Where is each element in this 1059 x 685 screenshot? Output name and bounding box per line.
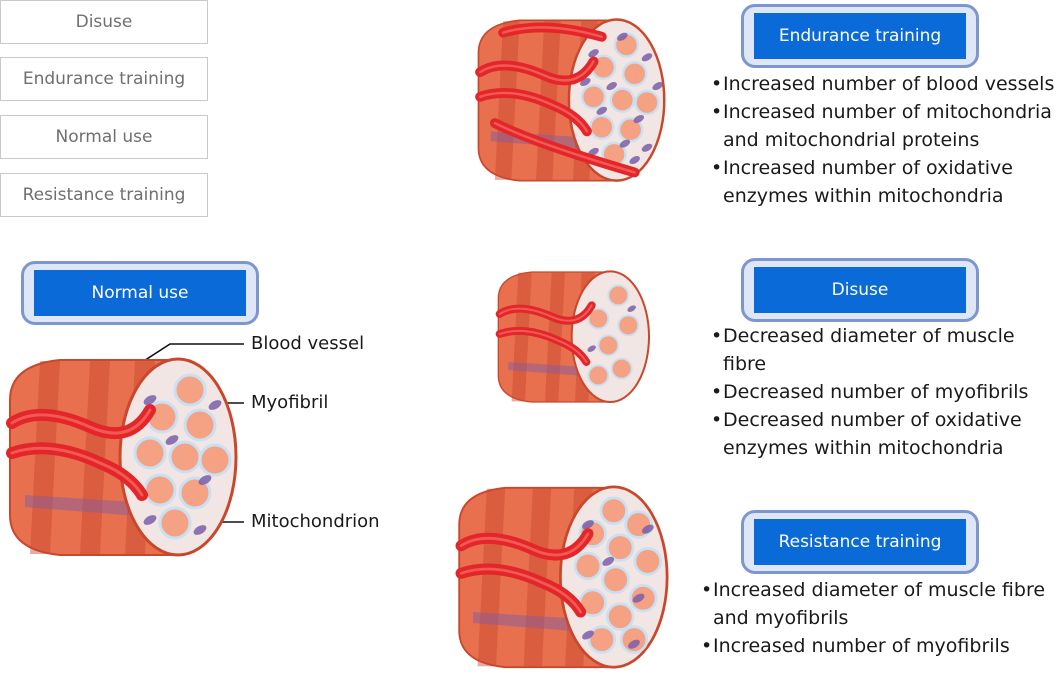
- placed-label-resistance-training[interactable]: Resistance training: [754, 519, 966, 565]
- muscle-illustration-endurance: [475, 18, 666, 182]
- placed-label-disuse[interactable]: Disuse: [754, 267, 966, 313]
- resistance-bullets: •Increased diameter of muscle fibre and …: [701, 576, 1046, 660]
- drop-zone-disuse[interactable]: Disuse: [741, 258, 979, 322]
- bullet-item: •Increased number of oxidative enzymes w…: [711, 154, 1056, 210]
- drop-zone-normal[interactable]: Normal use: [21, 261, 259, 325]
- bullet-item: •Increased number of myofibrils: [701, 632, 1046, 660]
- option-disuse[interactable]: Disuse: [0, 0, 208, 44]
- placed-label-endurance-training[interactable]: Endurance training: [754, 13, 966, 59]
- bullet-text: Decreased number of myofibrils: [723, 381, 1029, 403]
- bullet-text: Decreased number of oxidative enzymes wi…: [723, 409, 1022, 459]
- bullet-item: •Decreased number of oxidative enzymes w…: [711, 406, 1056, 462]
- bullet-item: •Decreased diameter of muscle fibre: [711, 322, 1056, 378]
- bullet-text: Increased number of myofibrils: [713, 635, 1010, 657]
- callout-blood-vessel: Blood vessel: [251, 333, 365, 354]
- bullet-item: •Increased number of blood vessels: [711, 70, 1056, 98]
- bullet-text: Increased diameter of muscle fibre and m…: [713, 579, 1046, 629]
- bullet-item: •Increased number of mitochondria and mi…: [711, 98, 1056, 154]
- option-normal-use[interactable]: Normal use: [0, 115, 208, 159]
- drop-zone-endurance[interactable]: Endurance training: [741, 4, 979, 68]
- drop-zone-resistance[interactable]: Resistance training: [741, 510, 979, 574]
- muscle-illustration-resistance: [455, 485, 669, 669]
- option-endurance-training[interactable]: Endurance training: [0, 57, 208, 101]
- endurance-bullets: •Increased number of blood vessels •Incr…: [711, 70, 1056, 210]
- callout-myofibril: Myofibril: [251, 392, 329, 413]
- bullet-text: Increased number of oxidative enzymes wi…: [723, 157, 1013, 207]
- disuse-bullets: •Decreased diameter of muscle fibre •Dec…: [711, 322, 1056, 462]
- placed-label-normal-use[interactable]: Normal use: [34, 270, 246, 316]
- bullet-item: •Increased diameter of muscle fibre and …: [701, 576, 1046, 632]
- bullet-text: Decreased diameter of muscle fibre: [723, 325, 1015, 375]
- option-resistance-training[interactable]: Resistance training: [0, 173, 208, 217]
- muscle-illustration-normal: [6, 357, 238, 557]
- bullet-text: Increased number of mitochondria and mit…: [723, 101, 1052, 151]
- bullet-text: Increased number of blood vessels: [723, 73, 1055, 95]
- bullet-item: •Decreased number of myofibrils: [711, 378, 1056, 406]
- callout-mitochondrion: Mitochondrion: [251, 511, 380, 532]
- muscle-illustration-disuse: [495, 270, 650, 403]
